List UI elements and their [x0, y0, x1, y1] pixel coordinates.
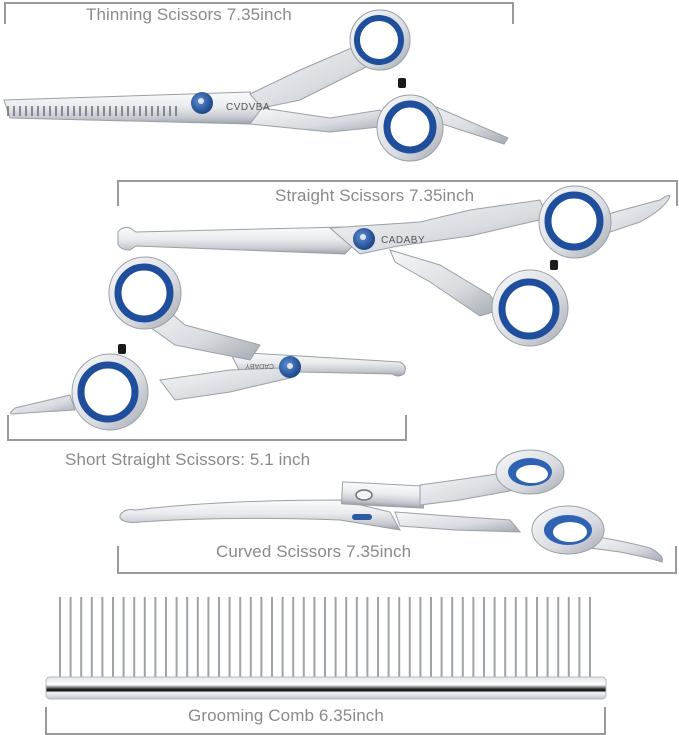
svg-text:CVDVBA: CVDVBA [226, 102, 270, 113]
grooming-comb [45, 597, 607, 700]
straight-scissors-label: Straight Scissors 7.35inch [275, 186, 475, 205]
bumper-icon [550, 260, 558, 270]
grooming-comb-label: Grooming Comb 6.35inch [188, 706, 384, 725]
straight-dimension-bracket [117, 180, 678, 206]
short-straight-scissors-label: Short Straight Scissors: 5.1 inch [65, 450, 311, 469]
svg-text:CADABY: CADABY [245, 362, 274, 369]
thinning-scissors: CADABY CVDVBA [3, 9, 509, 162]
straight-scissors: CADABY [117, 185, 671, 347]
comb-spine [45, 676, 607, 700]
curved-dimension-bracket [117, 546, 677, 574]
short-straight-scissors: CADABY [10, 256, 406, 431]
curved-scissors-label: Curved Scissors 7.35inch [216, 542, 412, 561]
thinning-dimension-bracket [4, 2, 514, 24]
bumper-icon [118, 344, 126, 354]
short-dimension-bracket [7, 415, 407, 441]
brand-mark: CADABY [381, 235, 425, 246]
bumper-icon [398, 78, 406, 88]
curved-scissors [119, 449, 663, 563]
thinning-scissors-label: Thinning Scissors 7.35inch [86, 5, 292, 24]
comb-dimension-bracket [45, 707, 606, 735]
